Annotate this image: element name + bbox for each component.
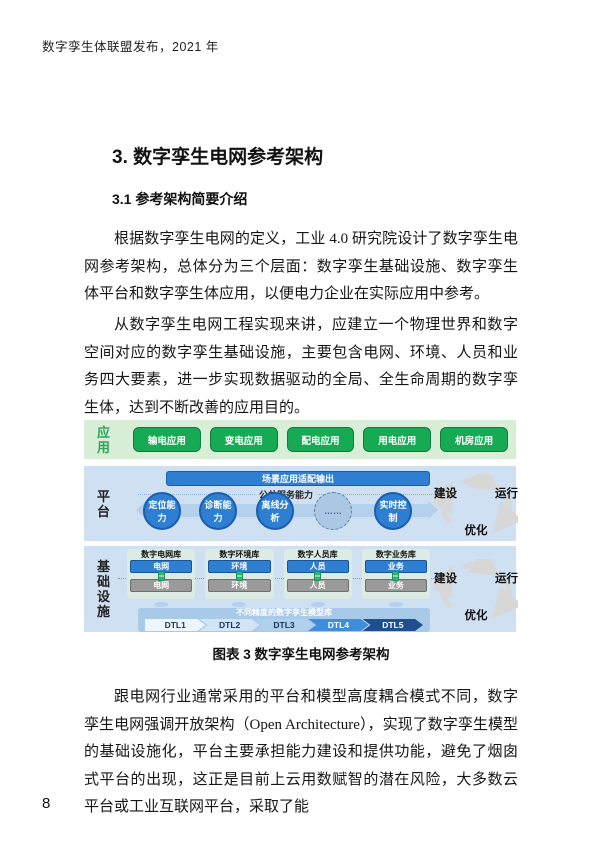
cycle-build-label: 建设 [434, 573, 457, 585]
cycle-arrows-icon [434, 474, 518, 534]
group-grid-library: 数字电网库 电网 电网 [127, 549, 196, 607]
capability-positioning: 定位能力 [143, 492, 181, 530]
subsection-title: 3.1 参考架构简要介绍 [112, 191, 248, 207]
app-box-transmission: 输电应用 [133, 427, 201, 452]
capability-ellipsis: …… [314, 492, 352, 530]
group-business-library: 数字业务库 业务 业务 [361, 549, 430, 607]
infrastructure-dotted-line [118, 578, 436, 579]
capability-realtime-control: 实时控制 [374, 492, 412, 530]
group-title: 数字业务库 [375, 550, 416, 559]
dtl-level-2: DTL2 [199, 619, 259, 631]
cycle-run-label: 运行 [495, 488, 518, 500]
cycle-run-label: 运行 [495, 573, 518, 585]
architecture-diagram: 应用 输电应用 变电应用 配电应用 用电应用 机房应用 平台 场景应用适配输出 … [84, 420, 518, 632]
cycle-optimize-label: 优化 [464, 525, 488, 537]
capability-offline-analysis: 离线分析 [256, 492, 294, 530]
paragraph-1: 根据数字孪生电网的定义，工业 4.0 研究院设计了数字孪生电网参考架构，总体分为… [84, 231, 518, 302]
page-header: 数字孪生体联盟发布，2021 年 [42, 40, 219, 54]
group-environment-library: 数字环境库 环境 环境 [205, 549, 274, 607]
dtl-level-3: DTL3 [254, 619, 314, 631]
platform-layer-label: 平台 [96, 488, 110, 519]
capability-diagnosis: 诊断能力 [199, 492, 237, 530]
cycle-optimize-label: 优化 [464, 610, 488, 622]
app-box-distribution: 配电应用 [286, 427, 355, 452]
paragraph-2: 从数字孪生电网工程实现来讲，应建立一个物理世界和数字空间对应的数字孪生基础设施，… [84, 317, 518, 416]
lifecycle-cycle-platform: 建设 运行 优化 [434, 474, 518, 537]
model-library-band: 不同精度的数字孪生模型库 DTL1 DTL2 DTL3 DTL4 DTL5 [138, 608, 430, 632]
lifecycle-cycle-infrastructure: 建设 运行 优化 [434, 559, 518, 622]
application-layer-label: 应用 [96, 424, 110, 455]
group-title: 数字人员库 [297, 550, 338, 559]
application-layer-strip: 应用 输电应用 变电应用 配电应用 用电应用 机房应用 [84, 420, 516, 459]
platform-layer-strip: 平台 场景应用适配输出 公共服务能力 定位能力 诊断能力 离线分析 …… 实时控… [84, 466, 518, 541]
digital-library-groups: 数字电网库 电网 电网 数字环境库 环境 环境 数字人员库 人员 人员 [127, 549, 430, 607]
app-box-machine-room: 机房应用 [440, 427, 508, 452]
app-box-consumption: 用电应用 [363, 427, 432, 452]
application-buttons-row: 输电应用 变电应用 配电应用 用电应用 机房应用 [133, 427, 508, 452]
figure-caption: 图表 3 数字孪生电网参考架构 [212, 647, 390, 662]
group-title: 数字环境库 [219, 550, 260, 559]
dtl-level-1: DTL1 [145, 619, 205, 631]
link-connector-icon [314, 571, 322, 581]
section-title: 3. 数字孪生电网参考架构 [112, 147, 324, 168]
dtl-level-4: DTL4 [308, 619, 368, 631]
paragraph-3: 跟电网行业通常采用的平台和模型高度耦合模式不同，数字孪生电网强调开放架构（Ope… [84, 689, 518, 815]
app-box-substation: 变电应用 [209, 427, 278, 452]
page-number: 8 [42, 795, 51, 812]
cycle-arrows-icon [434, 559, 518, 619]
dtl-level-5: DTL5 [363, 619, 423, 631]
dtl-levels-row: DTL1 DTL2 DTL3 DTL4 DTL5 [138, 619, 430, 631]
link-connector-icon [157, 571, 165, 581]
link-connector-icon [235, 571, 243, 581]
group-title: 数字电网库 [141, 550, 182, 559]
infrastructure-layer-label: 基础设施 [96, 559, 110, 619]
infrastructure-layer-strip: 基础设施 数字电网库 电网 电网 数字环境库 环境 环境 数字人员库 人员 [84, 546, 518, 632]
link-connector-icon [392, 571, 400, 581]
scene-output-bar: 场景应用适配输出 [166, 471, 430, 486]
model-library-title: 不同精度的数字孪生模型库 [236, 608, 332, 617]
group-personnel-library: 数字人员库 人员 人员 [283, 549, 352, 607]
cycle-build-label: 建设 [434, 488, 457, 500]
